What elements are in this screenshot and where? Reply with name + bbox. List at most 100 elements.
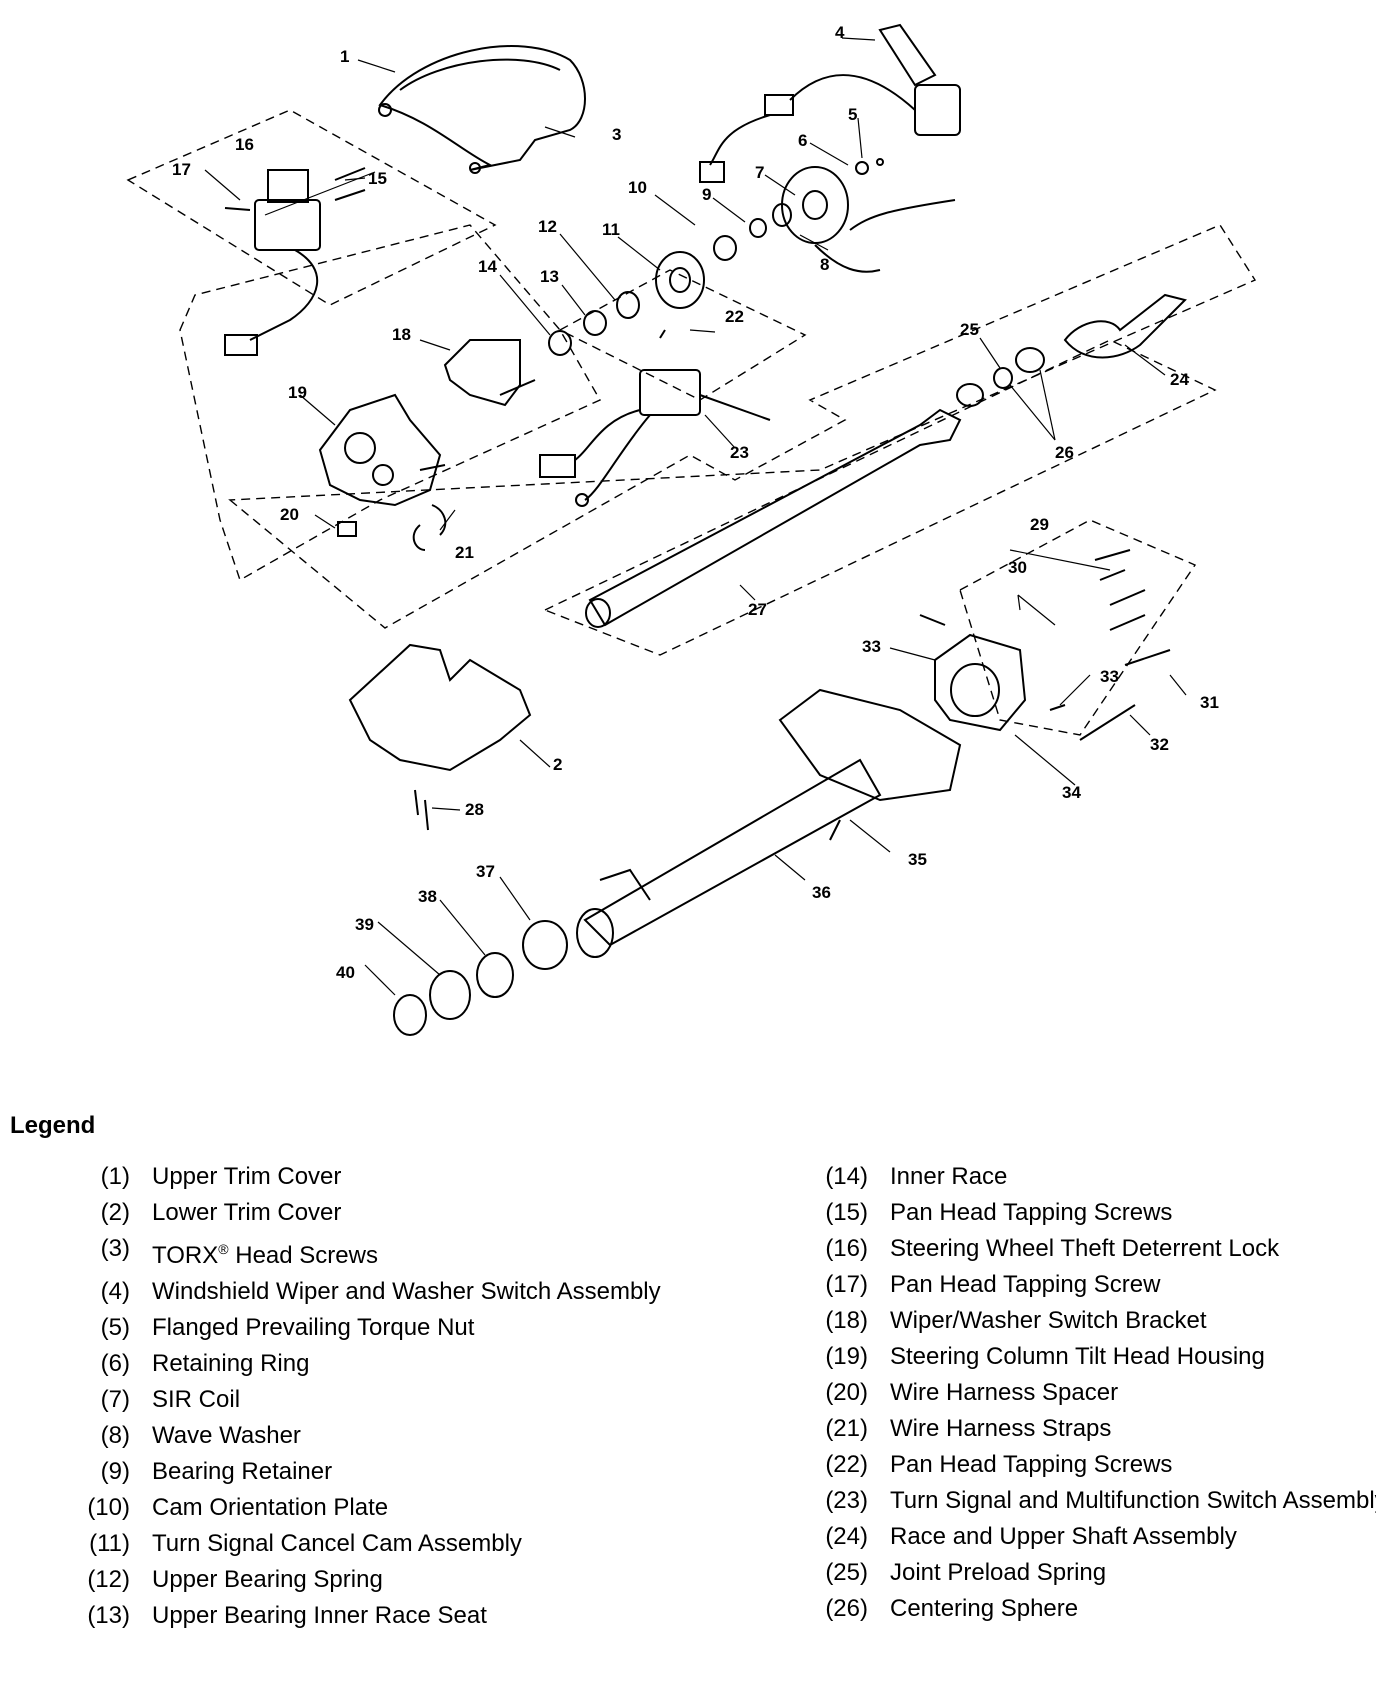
legend-item: (12) Upper Bearing Spring (52, 1565, 672, 1595)
callout-6: 6 (798, 131, 807, 150)
legend-number: (19) (825, 1343, 868, 1370)
callout-25: 25 (960, 320, 979, 339)
callout-13: 13 (540, 267, 559, 286)
legend-text: Wave Washer (152, 1422, 301, 1449)
legend-text: Wire Harness Straps (890, 1415, 1112, 1442)
legend-number: (24) (825, 1523, 868, 1550)
sir-coil-part (781, 166, 881, 273)
legend-item: (22)Pan Head Tapping Screws (790, 1450, 1376, 1480)
legend-number: (26) (825, 1595, 868, 1622)
callout-33-second: 33 (1100, 667, 1119, 686)
legend-text: Turn Signal and Multifunction Switch Ass… (890, 1487, 1376, 1514)
callout-35: 35 (908, 850, 927, 869)
callout-37: 37 (476, 862, 495, 881)
callout-3: 3 (612, 125, 621, 144)
legend-item: (7)SIR Coil (52, 1385, 672, 1415)
callout-32: 32 (1150, 735, 1169, 754)
callout-16: 16 (235, 135, 254, 154)
legend-number: (25) (825, 1559, 868, 1586)
callout-9: 9 (702, 185, 711, 204)
callout-29: 29 (1030, 515, 1049, 534)
steering-column-exploded-diagram: 1 2 3 4 5 6 7 8 9 10 11 12 13 14 15 16 1… (126, 23, 1257, 1036)
legend-text: Lower Trim Cover (152, 1199, 342, 1226)
callout-38: 38 (418, 887, 437, 906)
legend-number: (20) (825, 1379, 868, 1406)
legend-number: (22) (825, 1451, 868, 1478)
legend-text: Race and Upper Shaft Assembly (890, 1523, 1237, 1550)
legend-item: (23)Turn Signal and Multifunction Switch… (790, 1486, 1376, 1516)
multifunction-switch-part (539, 329, 771, 507)
upper-trim-cover-part (378, 45, 586, 174)
race-upper-shaft-part (1063, 293, 1187, 359)
legend-text: Pan Head Tapping Screws (890, 1199, 1173, 1226)
callout-39: 39 (355, 915, 374, 934)
callout-1: 1 (340, 47, 349, 66)
legend-item: (1) Upper Trim Cover (52, 1162, 672, 1192)
legend-text: Flanged Prevailing Torque Nut (152, 1314, 475, 1341)
legend-item: (9) Bearing Retainer (52, 1457, 672, 1487)
legend-text: Retaining Ring (152, 1350, 310, 1377)
legend-item: (3)TORX® Head Screws (52, 1234, 672, 1271)
legend-text: Upper Trim Cover (152, 1163, 342, 1190)
turn-signal-cancel-cam-part (655, 251, 705, 309)
legend-number: (11) (89, 1530, 130, 1557)
lock-housing-part (919, 549, 1171, 741)
legend-number: (2) (100, 1199, 130, 1226)
legend-item: (16)Steering Wheel Theft Deterrent Lock (790, 1234, 1376, 1264)
spring-centering-sphere-parts (956, 347, 1045, 407)
callout-2: 2 (553, 755, 562, 774)
legend-number: (8) (100, 1422, 130, 1449)
legend-number: (3) (100, 1235, 130, 1262)
callout-23: 23 (730, 443, 749, 462)
callout-31: 31 (1200, 693, 1219, 712)
callout-34: 34 (1062, 783, 1081, 802)
lower-trim-cover-part (348, 643, 532, 831)
callout-10: 10 (628, 178, 647, 197)
legend-item: (25) Joint Preload Spring (790, 1558, 1376, 1588)
legend-item: (13)Upper Bearing Inner Race Seat (52, 1601, 672, 1631)
callout-20: 20 (280, 505, 299, 524)
legend-text: Steering Column Tilt Head Housing (890, 1343, 1265, 1370)
legend-number: (4) (100, 1278, 130, 1305)
legend-item: (10)Cam Orientation Plate (52, 1493, 672, 1523)
legend-number: (18) (825, 1307, 868, 1334)
washer-retainer-parts (713, 203, 792, 261)
callout-36: 36 (812, 883, 831, 902)
legend-number: (21) (825, 1415, 868, 1442)
legend-item: (6)Retaining Ring (52, 1349, 672, 1379)
legend-text: Bearing Retainer (152, 1458, 333, 1485)
legend-number: (1) (100, 1163, 130, 1190)
switch-bracket-part (443, 339, 536, 407)
callout-11: 11 (602, 220, 620, 239)
callout-8: 8 (820, 255, 829, 274)
legend-number: (14) (825, 1163, 868, 1190)
legend-text: Steering Wheel Theft Deterrent Lock (890, 1235, 1280, 1262)
legend-number: (9) (100, 1458, 130, 1485)
callout-5: 5 (848, 105, 857, 124)
callout-40: 40 (336, 963, 355, 982)
column-jacket-part (576, 688, 962, 958)
legend-number: (7) (100, 1386, 130, 1413)
callout-17: 17 (172, 160, 191, 179)
legend-number: (13) (87, 1602, 130, 1629)
callout-30: 30 (1008, 558, 1027, 577)
callout-33: 33 (862, 637, 881, 656)
legend-number: (5) (100, 1314, 130, 1341)
callout-4: 4 (835, 23, 845, 42)
callout-15: 15 (368, 169, 387, 188)
legend-left-column: (1)Upper Trim Cover (2)Lower Trim Cover … (52, 1162, 672, 1637)
legend-text: Joint Preload Spring (890, 1559, 1107, 1586)
legend-item: (24) Race and Upper Shaft Assembly (790, 1522, 1376, 1552)
legend-item: (15) Pan Head Tapping Screws (790, 1198, 1376, 1228)
legend-item: (14)Inner Race (790, 1162, 1376, 1192)
legend-number: (12) (87, 1566, 130, 1593)
legend-item: (4)Windshield Wiper and Washer Switch As… (52, 1277, 672, 1307)
legend-text-torx: TORX (152, 1242, 219, 1269)
legend-item: (5) Flanged Prevailing Torque Nut (52, 1313, 672, 1343)
legend-text: Upper Bearing Spring (152, 1566, 383, 1593)
callout-14: 14 (478, 257, 497, 276)
callout-22: 22 (725, 307, 744, 326)
legend-number: (15) (825, 1199, 868, 1226)
callout-18: 18 (392, 325, 411, 344)
legend-title: Legend (10, 1112, 96, 1139)
